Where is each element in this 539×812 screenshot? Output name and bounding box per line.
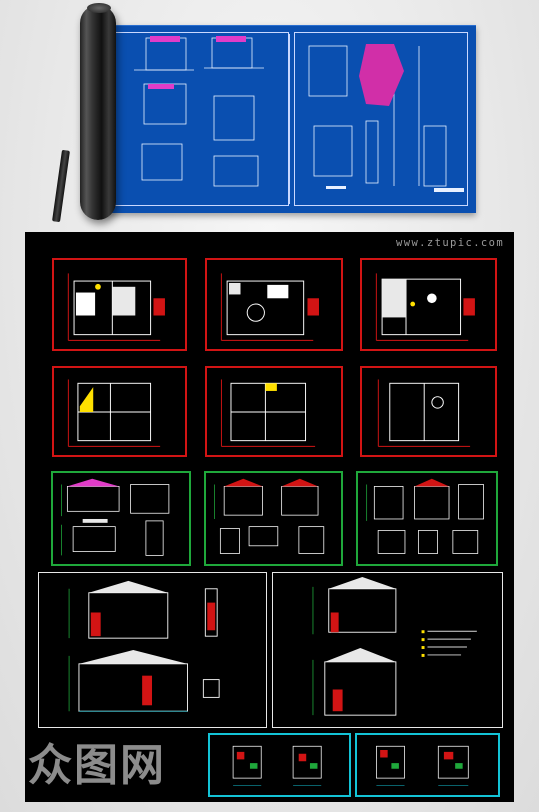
blueprint-drawings <box>134 36 464 192</box>
site-watermark: www.ztupic.com <box>396 237 505 249</box>
elevation-sheet-1 <box>51 471 191 566</box>
floor-plan-1 <box>52 258 187 351</box>
blueprint-sheet <box>104 25 476 213</box>
floor-plan-6 <box>360 366 497 457</box>
small-plan-sheet-2 <box>355 733 500 797</box>
pen <box>52 149 70 223</box>
blueprint-divider <box>289 34 290 204</box>
elevation-sheet-3 <box>356 471 498 566</box>
paper-roll <box>80 5 116 220</box>
paper-roll-cap <box>87 3 111 13</box>
floor-plan-3 <box>360 258 497 351</box>
elevation-sheet-2 <box>204 471 343 566</box>
floor-plan-4 <box>52 366 187 457</box>
brand-logo-watermark: 众图网 <box>28 740 166 791</box>
small-plan-sheet-1 <box>208 733 351 797</box>
floor-plan-5 <box>205 366 343 457</box>
blueprint-frame-right <box>294 32 468 206</box>
floor-plan-2 <box>205 258 343 351</box>
cad-sheet <box>25 232 514 802</box>
section-sheet-2 <box>272 572 503 728</box>
section-sheet-1 <box>38 572 267 728</box>
